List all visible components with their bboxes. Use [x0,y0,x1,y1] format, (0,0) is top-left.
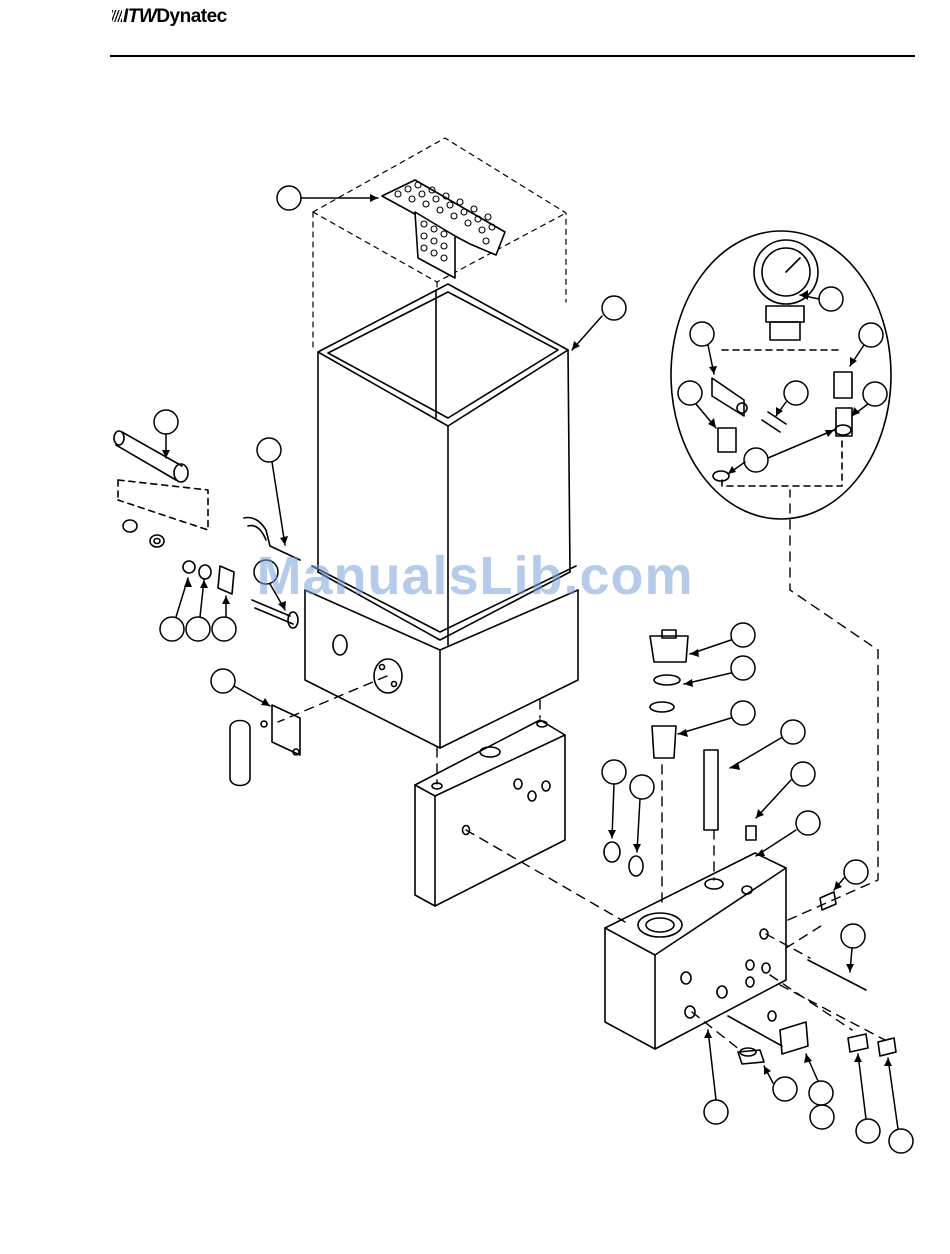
watermark: ManualsLib.com [0,545,950,607]
gauge-inset [671,231,891,519]
thermostat-bracket [230,705,300,786]
pump-block [605,853,786,1049]
